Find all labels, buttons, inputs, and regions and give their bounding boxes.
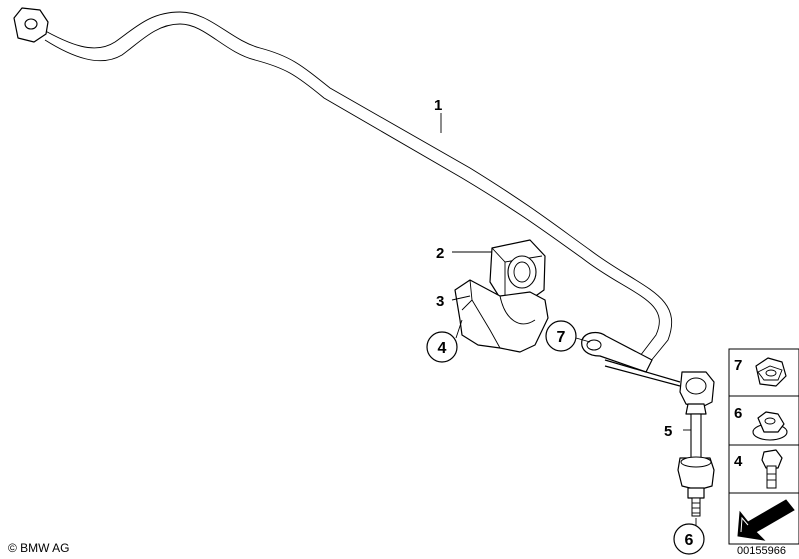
travel-direction-arrow-icon [737, 499, 795, 541]
label-part-1: 1 [434, 97, 442, 114]
diagram-number: 00155966 [737, 545, 786, 557]
legend-row-3-label: 4 [734, 453, 743, 470]
copyright-text: © BMW AG [8, 541, 70, 555]
label-part-5: 5 [664, 423, 672, 440]
legend-row-2-label: 6 [734, 405, 742, 422]
callout-6: 6 [673, 518, 705, 555]
label-part-3: 3 [436, 293, 444, 310]
legend-row-1-label: 7 [734, 357, 742, 374]
callout-7-label: 7 [557, 329, 566, 346]
stabilizer-link[interactable] [677, 371, 715, 517]
callout-4: 4 [426, 319, 463, 363]
rubber-bushing[interactable] [489, 239, 546, 301]
label-part-2: 2 [436, 245, 444, 262]
hex-bolt-icon [761, 449, 783, 489]
stabilizer-bar[interactable] [13, 7, 673, 363]
callout-6-label: 6 [685, 532, 694, 549]
clamp-bracket[interactable] [454, 279, 549, 353]
callout-4-label: 4 [438, 340, 447, 357]
bar-end-eyelet [581, 331, 681, 387]
flange-nut-icon [752, 411, 788, 441]
callout-7: 7 [545, 320, 591, 352]
hardware-legend-panel: 7 6 4 [728, 348, 799, 545]
self-locking-nut-icon [755, 357, 787, 387]
